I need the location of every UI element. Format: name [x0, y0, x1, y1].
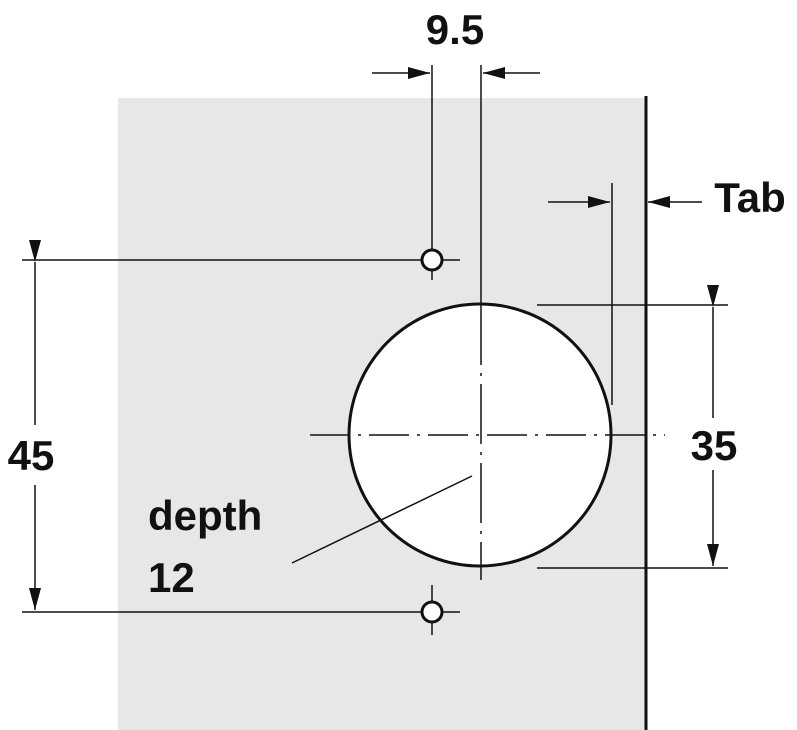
cup-diameter-label: 35 — [691, 422, 738, 469]
offset-dimension-label: 9.5 — [426, 6, 484, 53]
label-bg — [0, 425, 70, 485]
depth-leader-line — [291, 475, 473, 564]
depth-label: depth — [148, 492, 262, 539]
screw-hole-bottom — [420, 600, 444, 624]
hole-spacing-label: 45 — [8, 432, 55, 479]
label-bg — [680, 418, 750, 470]
depth-value: 12 — [148, 554, 195, 601]
screw-hole-top — [420, 248, 444, 272]
tab-dimension-label: Tab — [714, 174, 786, 221]
